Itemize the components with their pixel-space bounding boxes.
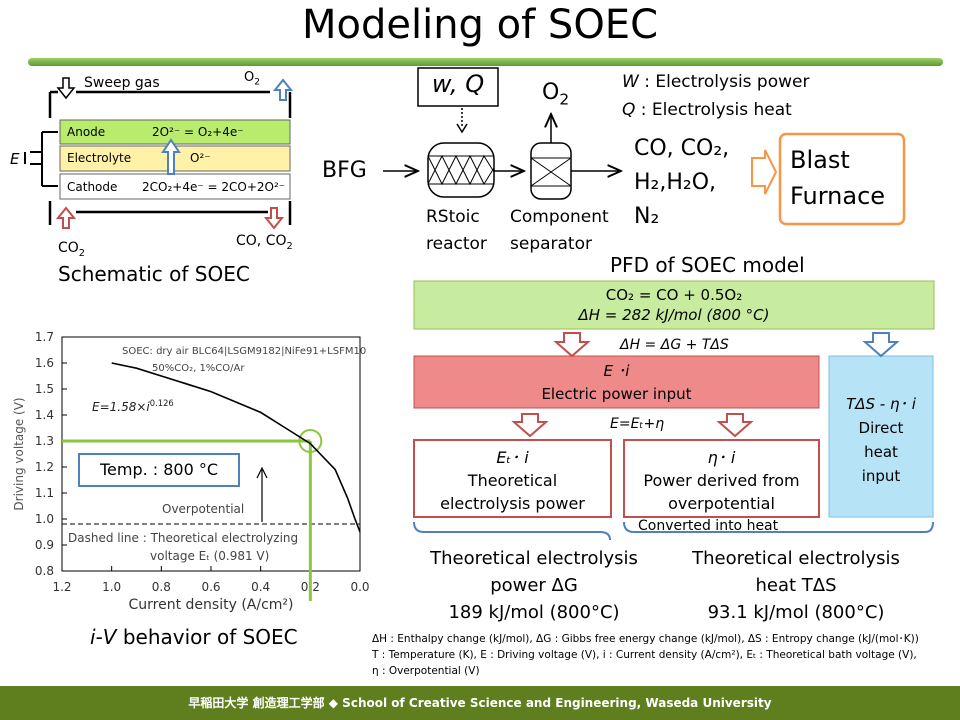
oxide-ion-label: O²⁻: [190, 151, 211, 165]
s-bracket: [623, 521, 934, 533]
title-underline: [28, 58, 943, 66]
blast-label: Blast: [790, 146, 850, 174]
y-tick-label: 1.5: [35, 382, 54, 396]
y-tick-label: 1.2: [35, 460, 54, 474]
y-tick-label: 1.4: [35, 408, 54, 422]
y-tick-label: 0.9: [35, 538, 54, 552]
g-bracket: [413, 521, 611, 541]
overpotential-arrow-head: [256, 466, 268, 479]
direct-heat-box: [828, 355, 934, 518]
x-tick-label: 1.0: [102, 580, 121, 594]
rstoic-label: RStoic: [426, 207, 480, 227]
overpotential-label: Overpotential: [162, 502, 245, 516]
y-axis-label: Driving voltage (V): [12, 397, 26, 511]
x-tick-label: 0.4: [251, 580, 270, 594]
theoretical-power-text: Eₜ･ i Theoretical electrolysis power: [440, 448, 585, 513]
ei-text: Electric power input: [541, 385, 692, 403]
reaction-box: [413, 280, 935, 330]
dashed-line-label-1: Dashed line : Theoretical electrolyzing: [68, 531, 299, 545]
x-tick-label: 0.0: [350, 580, 369, 594]
o2-out-arrow-icon: [272, 78, 294, 101]
anode-label: Anode: [67, 125, 106, 139]
page-title: Modeling of SOEC: [301, 2, 658, 48]
co-outlet-label: CO, CO2: [236, 233, 293, 252]
component-label: Component: [510, 207, 609, 227]
notes-line-2: T : Temperature (K), E : Driving voltage…: [372, 649, 917, 661]
down-arrow-icon: [862, 332, 900, 358]
x-tick-label: 1.2: [52, 580, 71, 594]
reactor-label: reactor: [426, 234, 487, 254]
dashed-line-label-2: voltage Eₜ (0.981 V): [150, 549, 270, 563]
cathode-reaction: 2CO₂+4e⁻ = 2CO+2O²⁻: [142, 180, 286, 194]
component-separator-icon: [530, 142, 572, 200]
sweep-gas-label: Sweep gas: [84, 75, 160, 91]
pfd-caption: PFD of SOEC model: [610, 253, 805, 277]
iv-curve-line: [111, 362, 361, 533]
electrolyte-label: Electrolyte: [67, 151, 132, 165]
co2-inlet-label: CO2: [58, 240, 86, 259]
sweep-gas-arrow-icon: [56, 77, 76, 100]
cathode-label: Cathode: [67, 180, 118, 194]
dh-equation: ΔH = ΔG + TΔS: [620, 337, 729, 353]
footer-bar: 早稲田大学 創造理工学部 ◆ School of Creative Scienc…: [0, 686, 960, 720]
co2-in-arrow-icon: [55, 206, 77, 229]
operating-point-marker: [298, 429, 323, 453]
e-equation: E=Eₜ+η: [610, 416, 665, 432]
chart-caption: i-V behavior of SOEC: [90, 625, 298, 649]
rstoic-reactor-icon: [427, 142, 495, 198]
separator-label: separator: [510, 234, 592, 254]
o2-label: O2: [244, 70, 261, 88]
blast-furnace-box: [778, 132, 906, 226]
bfg-label: BFG: [322, 158, 367, 183]
x-tick-label: 0.8: [152, 580, 171, 594]
legend-text-2: 50%CO₂, 1%CO/Ar: [152, 363, 245, 374]
furnace-label: Furnace: [790, 182, 886, 210]
energy-breakdown: [413, 280, 935, 541]
theoretical-power-summary: Theoretical electrolysis power ΔG 189 kJ…: [430, 548, 638, 623]
down-arrow-icon: [511, 413, 549, 438]
enthalpy-value: ΔH = 282 kJ/mol (800 °C): [578, 306, 770, 324]
w-definition: W : Electrolysis power: [622, 72, 810, 92]
q-definition: Q : Electrolysis heat: [622, 100, 792, 120]
y-tick-label: 1.0: [35, 512, 54, 526]
o2-product-label: O2: [542, 80, 570, 109]
y-tick-label: 1.3: [35, 434, 54, 448]
products-list: CO, CO₂, H₂,H₂O, N₂: [634, 136, 730, 229]
theoretical-heat-summary: Theoretical electrolysis heat TΔS 93.1 k…: [692, 548, 900, 623]
converted-into-heat: Converted into heat: [638, 518, 779, 534]
wq-label: w, Q: [431, 70, 485, 98]
ei-title: E ･i: [603, 362, 630, 380]
fit-equation: E=1.58×i0.126: [92, 398, 174, 414]
notes-line-3: η : Overpotential (V): [372, 665, 480, 677]
oxide-ion-arrow-icon: [161, 138, 181, 175]
down-arrow-icon: [553, 332, 591, 358]
down-arrow-icon: [716, 413, 754, 438]
soec-schematic: [24, 77, 294, 230]
y-tick-label: 1.7: [35, 330, 54, 344]
notes-line-1: ΔH : Enthalpy change (kJ/mol), ΔG : Gibb…: [372, 633, 919, 645]
x-axis: 1.21.00.80.60.40.20.0: [52, 566, 370, 594]
y-tick-label: 0.8: [35, 564, 54, 578]
schematic-caption: Schematic of SOEC: [58, 262, 250, 286]
electric-power-box: [413, 355, 820, 409]
to-blast-furnace-arrow-icon: [751, 149, 778, 195]
legend-text: SOEC: dry air BLC64|LSGM9182|NiFe91+LSFM…: [122, 346, 367, 357]
reaction-equation: CO₂ = CO + 0.5O₂: [605, 286, 743, 304]
anode-reaction: 2O²⁻ = O₂+4e⁻: [152, 125, 244, 139]
y-tick-label: 1.6: [35, 356, 54, 370]
x-tick-label: 0.6: [201, 580, 220, 594]
direct-heat-text: TΔS - η･ i Direct heat input: [846, 395, 916, 485]
theoretical-power-box: [413, 439, 612, 518]
overpotential-power-box: [623, 439, 820, 518]
overpotential-power-text: η･ i Power derived from overpotential: [643, 448, 800, 513]
x-axis-label: Current density (A/cm²): [128, 597, 294, 613]
temperature-label: Temp. : 800 °C: [78, 453, 240, 487]
voltage-e-label: E: [10, 150, 20, 168]
pfd-diagram: [383, 67, 906, 226]
y-tick-label: 1.1: [35, 486, 54, 500]
co-out-arrow-icon: [263, 207, 285, 230]
